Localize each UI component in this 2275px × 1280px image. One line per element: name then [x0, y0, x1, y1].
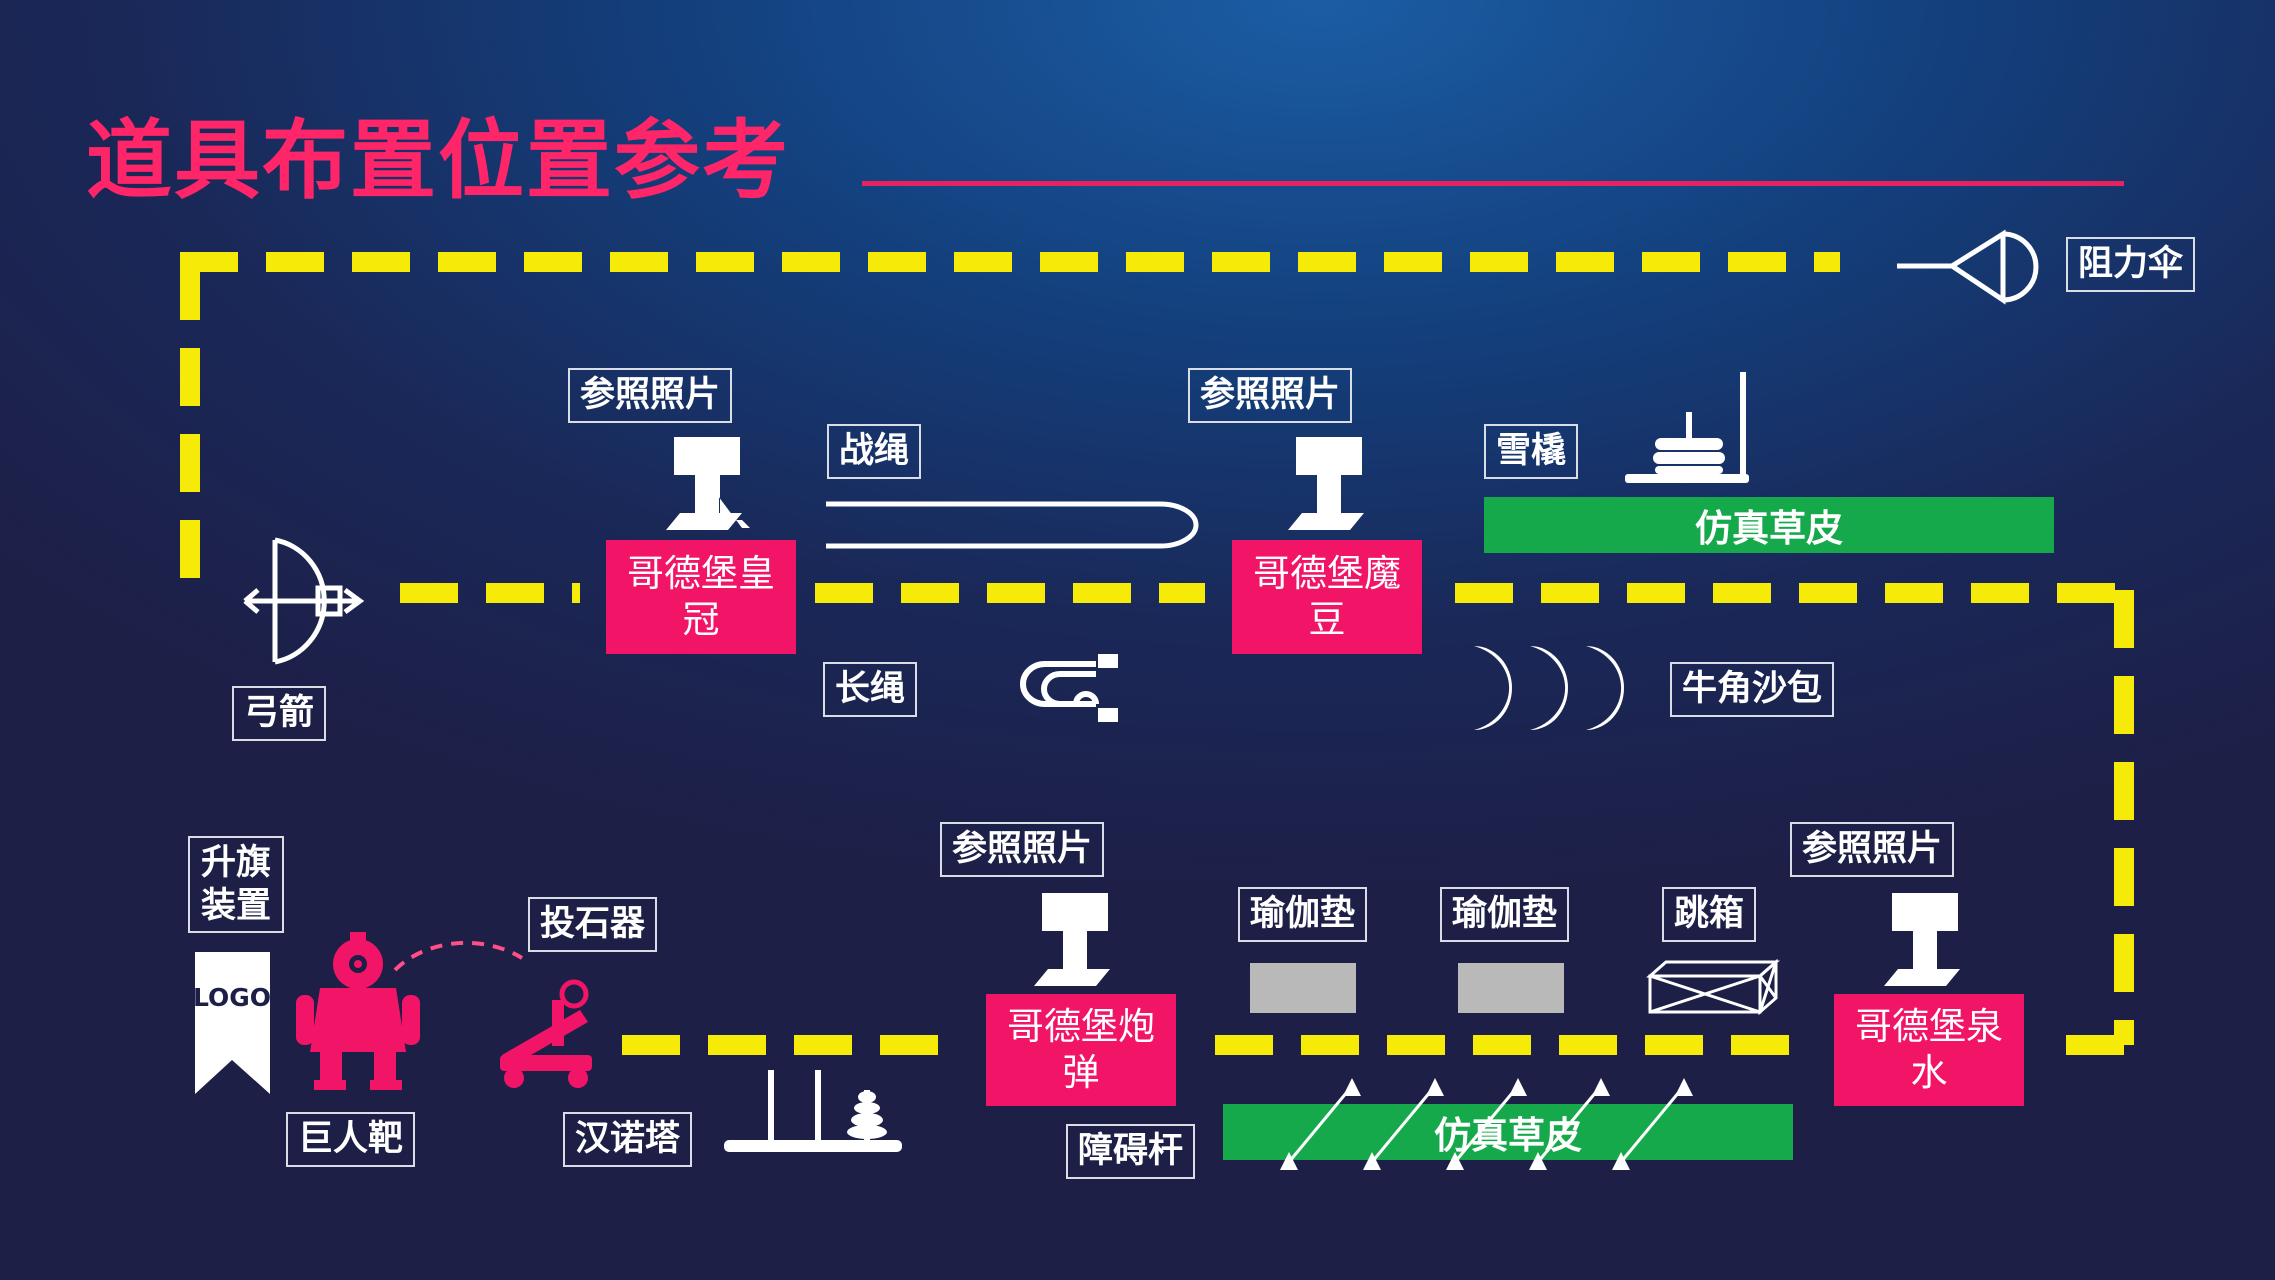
obstacle-pole-icon: [1280, 1078, 1693, 1170]
long-rope-icon: [1020, 661, 1099, 707]
hanoi-tower-icon: [724, 1070, 902, 1152]
label-giant-target: 巨人靶: [286, 1112, 416, 1167]
robot-target-icon: [296, 932, 420, 1090]
label-raise-flag-device: 升旗装置: [188, 836, 284, 934]
label-hanoi-tower: 汉诺塔: [563, 1112, 693, 1167]
item-crown: 哥德堡皇冠: [606, 540, 796, 654]
label-bow-arrow: 弓箭: [232, 686, 327, 741]
item-spring-water: 哥德堡泉水: [1834, 994, 2024, 1106]
catapult-icon: [500, 979, 592, 1088]
yoga-mat-icon: [1250, 963, 1356, 1013]
label-ref-photo: 参照照片: [940, 822, 1105, 877]
battle-rope-icon: [826, 501, 1199, 549]
flag-banner-icon: LOGO: [193, 952, 271, 1094]
bow-arrow-icon: [243, 537, 365, 665]
sled-icon: [1625, 372, 1749, 483]
jump-box-icon: [1646, 958, 1780, 1016]
label-long-rope: 长绳: [823, 662, 918, 717]
catapult-trajectory: [393, 940, 524, 972]
label-catapult: 投石器: [528, 897, 658, 952]
artificial-turf-bottom: 仿真草皮: [1223, 1104, 1793, 1160]
label-jump-box: 跳箱: [1662, 887, 1757, 942]
label-ref-photo: 参照照片: [1188, 368, 1353, 423]
drag-umbrella-icon: [1897, 229, 2039, 305]
page-title: 道具布置位置参考: [86, 111, 790, 211]
stand-icon: [666, 437, 1960, 986]
label-yoga-mat: 瑜伽垫: [1440, 887, 1570, 942]
label-ref-photo: 参照照片: [1790, 822, 1955, 877]
artificial-turf-top: 仿真草皮: [1484, 497, 2054, 553]
label-sled: 雪橇: [1484, 424, 1579, 479]
long-rope-icon: [1098, 654, 1118, 722]
title-underline: [862, 181, 2124, 186]
label-ref-photo: 参照照片: [568, 368, 733, 423]
label-ox-horn-sandbag: 牛角沙包: [1670, 662, 1835, 717]
label-drag-umbrella: 阻力伞: [2066, 237, 2196, 292]
yoga-mat-icon: [1458, 963, 1564, 1013]
label-yoga-mat: 瑜伽垫: [1238, 887, 1368, 942]
label-battle-rope: 战绳: [827, 424, 922, 479]
item-magic-bean: 哥德堡魔豆: [1232, 540, 1422, 654]
dashed-path: [180, 252, 2134, 1055]
logo-text: LOGO: [193, 983, 271, 1012]
label-obstacle-pole: 障碍杆: [1066, 1124, 1196, 1179]
item-cannonball: 哥德堡炮弹: [986, 994, 1176, 1106]
